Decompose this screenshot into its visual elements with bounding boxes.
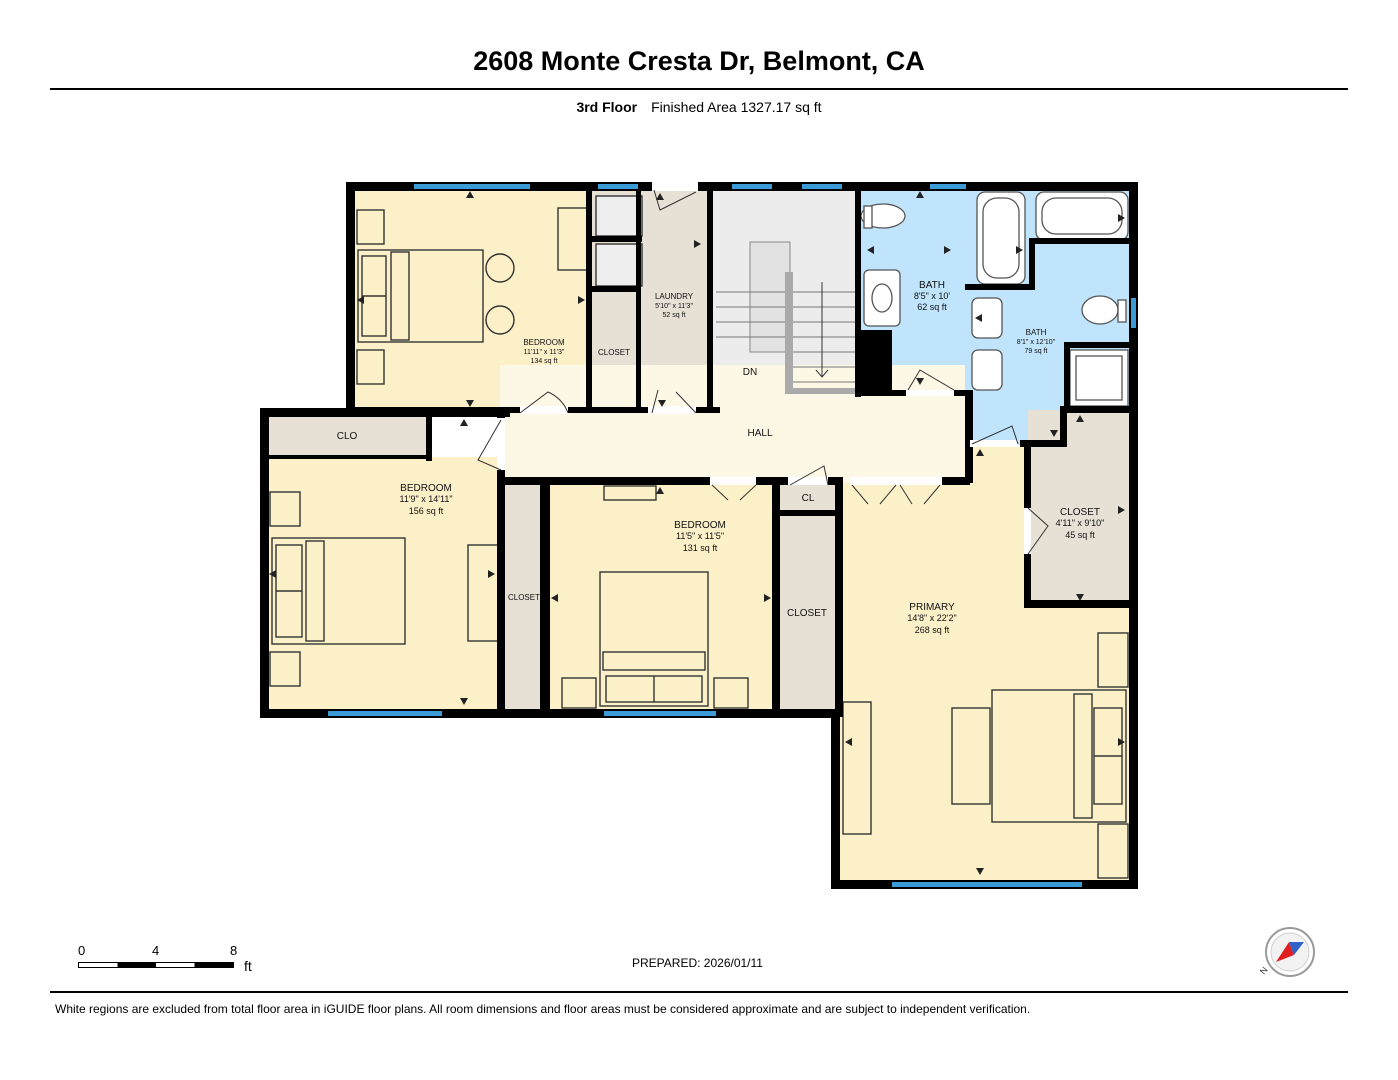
bedroom-2-area: 156 sq ft (409, 506, 444, 516)
dimension-arrows (269, 191, 1125, 875)
floor-label: 3rd Floor (576, 99, 638, 115)
primary-dims: 14'8" x 22'2" (907, 613, 956, 623)
bedroom-2-name: BEDROOM (400, 483, 452, 494)
bath-1-dims: 8'5" x 10' (914, 291, 950, 301)
bath-2-name: BATH (1026, 328, 1047, 337)
bedroom-3-dims: 11'5" x 11'5" (676, 531, 724, 541)
bedroom-3-area: 131 sq ft (683, 543, 718, 553)
primary-name: PRIMARY (909, 602, 955, 613)
windows (328, 184, 1136, 887)
hall-label: HALL (747, 428, 772, 439)
clo-fill (266, 413, 426, 457)
bedroom-1-dims: 11'11" x 11'3" (524, 349, 565, 356)
closet-2-name: CLOSET (508, 593, 540, 602)
bedroom-1-area: 134 sq ft (531, 358, 558, 365)
scale-unit: ft (244, 958, 252, 974)
bath-2-area: 79 sq ft (1025, 348, 1048, 355)
laundry-name: LAUNDRY (655, 292, 694, 301)
scale-tick-8: 8 (230, 943, 238, 958)
staircase (716, 241, 892, 394)
plan-subtitle: 3rd Floor Finished Area 1327.17 sq ft (0, 99, 1398, 115)
bedroom-2-dims: 11'9" x 14'11" (399, 494, 452, 504)
hall-fill (500, 365, 965, 483)
room-fills (266, 187, 1133, 884)
bath-fixtures (860, 191, 1129, 407)
compass: N (1258, 927, 1315, 977)
laundry-dims: 5'10" x 11'3" (655, 303, 693, 310)
closet-2-fill (502, 483, 547, 713)
plan-title: 2608 Monte Cresta Dr, Belmont, CA (473, 46, 925, 76)
primary-area: 268 sq ft (915, 625, 950, 635)
room-labels: BEDROOM 11'11" x 11'3" 134 sq ft LAUNDRY… (337, 280, 1105, 635)
scale-bar-graphic (78, 962, 234, 968)
disclaimer: White regions are excluded from total fl… (55, 1002, 1031, 1016)
title-rule (50, 88, 1348, 90)
scale-tick-0: 0 (78, 943, 86, 958)
closet-4-dims: 4'11" x 9'10" (1056, 518, 1105, 528)
stair-label: DN (743, 367, 757, 378)
compass-north-arrow (1276, 942, 1294, 962)
closet-3-name: CLOSET (787, 608, 827, 619)
furniture (269, 195, 1129, 879)
closet-4-name: CLOSET (1060, 507, 1100, 518)
cl-label: CL (802, 493, 815, 504)
laundry-area: 52 sq ft (663, 312, 686, 319)
bath-1-area: 62 sq ft (917, 302, 947, 312)
finished-area: Finished Area 1327.17 sq ft (651, 99, 822, 115)
closet-1-name: CLOSET (598, 348, 630, 357)
scale-bar: 0 4 8 ft (78, 943, 258, 979)
compass-north-label: N (1258, 965, 1270, 976)
closet-4-area: 45 sq ft (1065, 530, 1095, 540)
scale-tick-4: 4 (152, 943, 160, 958)
bath-1-name: BATH (919, 280, 945, 291)
bedroom-3-name: BEDROOM (674, 520, 726, 531)
cl-fill (777, 483, 839, 515)
prepared-date: PREPARED: 2026/01/11 (632, 956, 763, 970)
bedroom-1-name: BEDROOM (523, 338, 565, 347)
closet-3-fill (777, 515, 839, 713)
clo-label: CLO (337, 431, 358, 442)
footer-rule (50, 991, 1348, 993)
bath-2-dims: 8'1" x 12'10" (1017, 339, 1056, 346)
doors (477, 182, 1049, 555)
